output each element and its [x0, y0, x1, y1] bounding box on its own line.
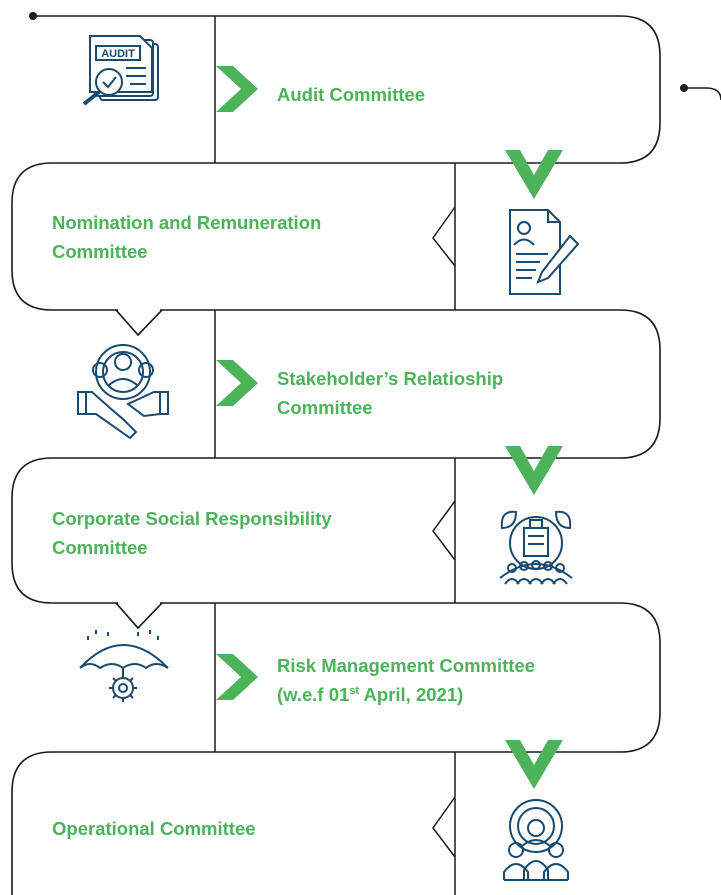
committee-label-operational: Operational Committee: [52, 818, 256, 839]
risk-label-main: Risk Management Committee: [277, 655, 536, 676]
start-dot: [29, 12, 37, 20]
profile-document-pen-icon: [509, 209, 580, 295]
people-handshake-gear-icon: [77, 344, 169, 440]
committee-label-nomination: Nomination and Remuneration Committee: [52, 212, 322, 262]
chevron-down-outline: [115, 309, 163, 337]
flow-outline: [11, 15, 661, 895]
connector-dot: [680, 84, 688, 92]
risk-label-prefix: (w.e.f 01: [277, 684, 350, 705]
chevron-right-icon: [216, 654, 258, 700]
chevron-left-outline: [432, 206, 456, 267]
chevron-left-outline: [432, 500, 456, 561]
chevron-right-icon: [216, 360, 258, 406]
globe-community-icon: [499, 510, 573, 585]
connector-tail: [684, 87, 721, 101]
chevron-down-icon: [505, 740, 563, 789]
chevron-down-icon: [505, 446, 563, 495]
committee-label-stakeholder: Stakeholder’s Relatioship Committee: [277, 368, 504, 418]
umbrella-gear-icon: [79, 630, 169, 702]
chevron-down-outline: [115, 602, 163, 630]
committee-label-audit: Audit Committee: [277, 84, 425, 105]
audit-word: AUDIT: [101, 48, 135, 60]
committee-label-csr: Corporate Social Responsibility Committe…: [52, 508, 332, 558]
chevron-down-icon: [505, 150, 563, 199]
risk-label-sup: st: [349, 684, 360, 697]
audit-document-icon: AUDIT: [82, 35, 159, 106]
risk-label-suffix: April, 2021): [359, 684, 464, 705]
chevron-right-icon: [216, 66, 258, 112]
chevron-left-outline: [432, 796, 456, 858]
committee-label-risk: Risk Management Committee (w.e.f 01st Ap…: [277, 651, 637, 709]
team-gear-icon: [503, 799, 569, 881]
